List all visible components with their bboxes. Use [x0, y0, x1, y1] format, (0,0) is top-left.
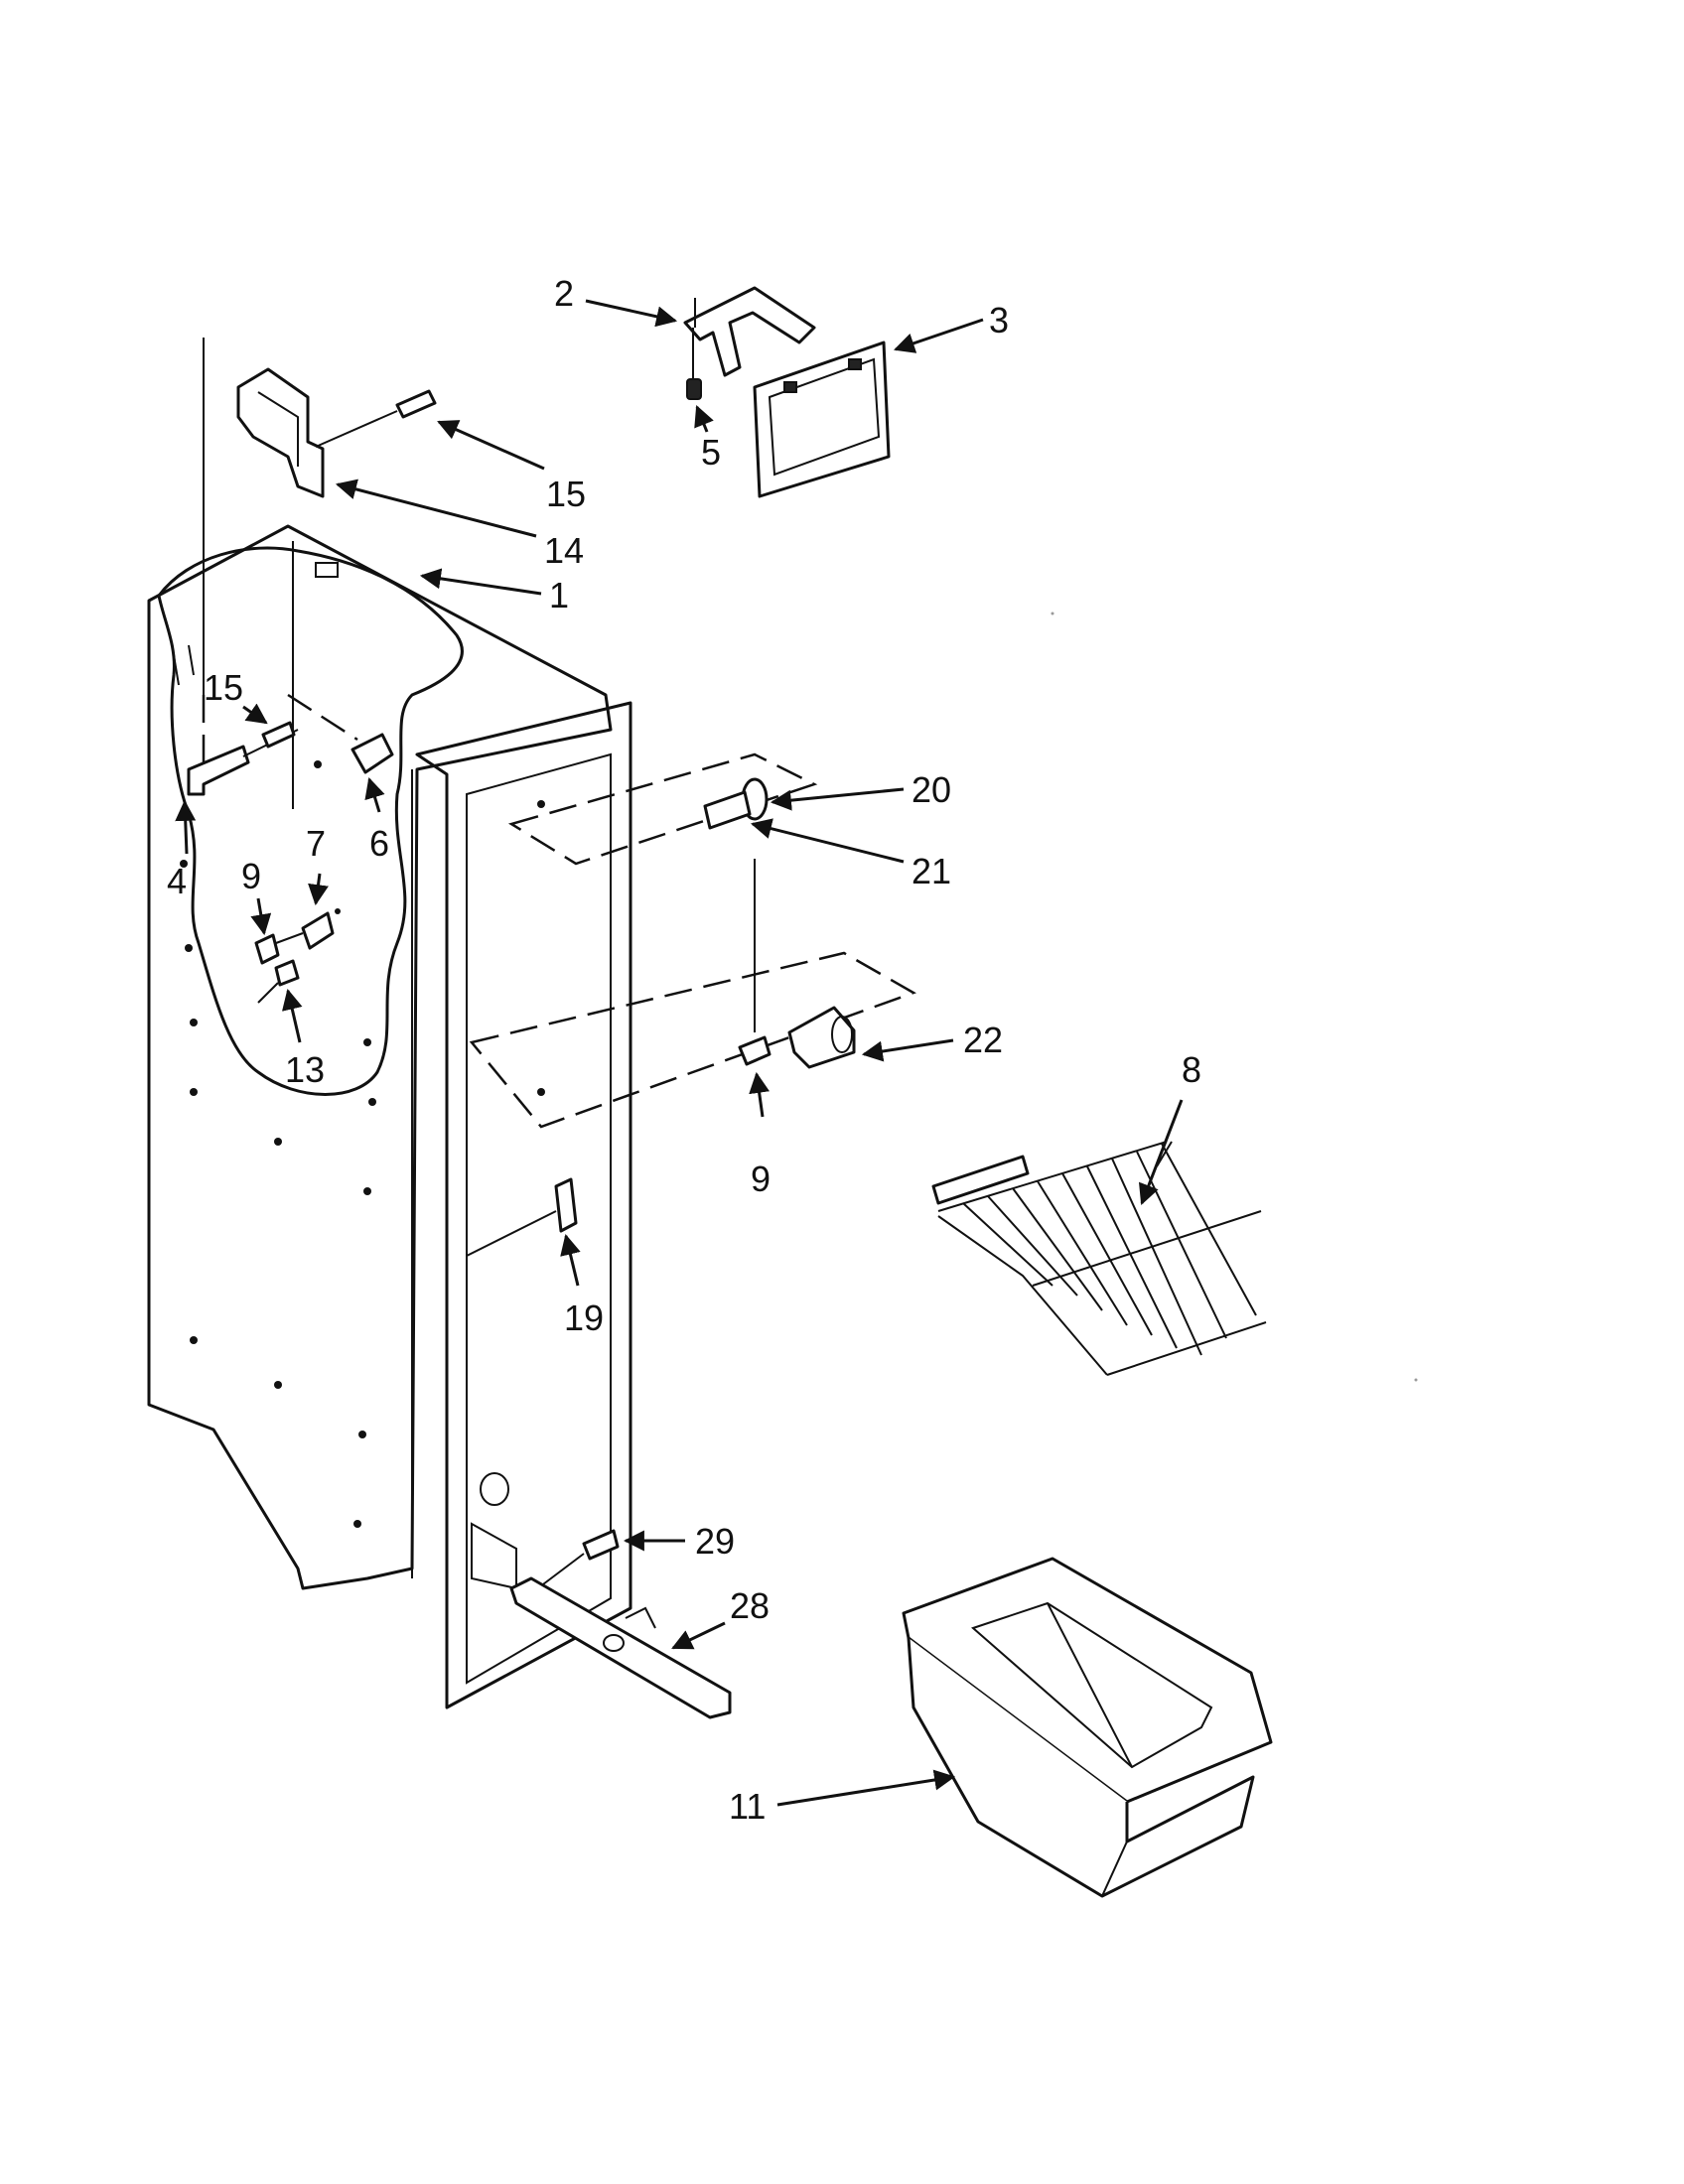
screw-part-5: [686, 328, 702, 400]
screw-part-15-lower: [261, 721, 296, 749]
liner-part-1: [147, 524, 632, 1709]
svg-text:20: 20: [912, 769, 951, 810]
callout-29: 29: [623, 1521, 735, 1562]
cover-part-3: [753, 341, 891, 498]
callout-28: 28: [671, 1585, 770, 1650]
rail-part-28: [509, 1576, 732, 1719]
callout-8: 8: [1138, 1049, 1201, 1205]
svg-text:22: 22: [963, 1020, 1003, 1060]
svg-text:9: 9: [241, 856, 261, 896]
screw-part-9-right: [738, 1035, 772, 1066]
screw-part-29: [530, 1529, 620, 1594]
bracket-part-2: [683, 286, 816, 377]
svg-text:21: 21: [912, 851, 951, 891]
callout-3: 3: [894, 300, 1009, 353]
bin-part-11: [902, 1557, 1273, 1898]
callout-5: 5: [694, 405, 721, 473]
callout-21: 21: [750, 818, 951, 891]
svg-text:15: 15: [546, 474, 586, 514]
shaft-part-21: [703, 790, 752, 830]
bracket-part-14: [202, 338, 325, 764]
svg-text:11: 11: [729, 1786, 766, 1827]
callout-20: 20: [770, 769, 951, 811]
svg-text:13: 13: [285, 1049, 325, 1090]
svg-text:7: 7: [306, 823, 326, 864]
clip-part-6: [287, 693, 394, 774]
screw-part-15-top: [315, 389, 437, 448]
callout-15-top: 15: [437, 420, 586, 514]
callout-14: 14: [335, 478, 584, 571]
callout-22: 22: [861, 1020, 1003, 1062]
dashed-mount-plane-upper: [507, 752, 818, 866]
svg-text:8: 8: [1182, 1049, 1201, 1090]
callout-11: 11: [729, 1769, 956, 1827]
speck: [1051, 612, 1054, 615]
svg-text:3: 3: [989, 300, 1009, 341]
bracket-part-7: [301, 908, 341, 950]
dashed-mount-plane-lower: [469, 951, 916, 1129]
svg-text:15: 15: [204, 667, 243, 708]
callout-1: 1: [419, 568, 569, 615]
svg-text:4: 4: [167, 861, 187, 901]
switch-part-19: [466, 1177, 578, 1257]
screw-part-9-left: [254, 932, 304, 965]
callout-4: 4: [167, 799, 197, 901]
wire-shelf-part-8: [931, 1141, 1267, 1376]
callout-7: 7: [306, 823, 329, 906]
svg-text:9: 9: [751, 1159, 771, 1199]
callout-13: 13: [282, 988, 325, 1090]
svg-text:29: 29: [695, 1521, 735, 1562]
svg-text:19: 19: [564, 1297, 604, 1338]
screw-part-13: [257, 959, 300, 1004]
callout-15-lower: 15: [204, 667, 268, 725]
callout-9-left: 9: [241, 856, 272, 936]
callout-6: 6: [364, 776, 389, 864]
hinge-part-22: [787, 1006, 856, 1069]
callout-19: 19: [560, 1233, 604, 1338]
svg-text:6: 6: [369, 823, 389, 864]
svg-text:28: 28: [730, 1585, 770, 1626]
svg-text:1: 1: [549, 575, 569, 615]
callout-9-right: 9: [749, 1071, 771, 1199]
callout-2: 2: [554, 273, 678, 328]
svg-text:5: 5: [701, 432, 721, 473]
svg-text:14: 14: [544, 530, 584, 571]
svg-text:2: 2: [554, 273, 574, 314]
speck: [1414, 1378, 1418, 1382]
